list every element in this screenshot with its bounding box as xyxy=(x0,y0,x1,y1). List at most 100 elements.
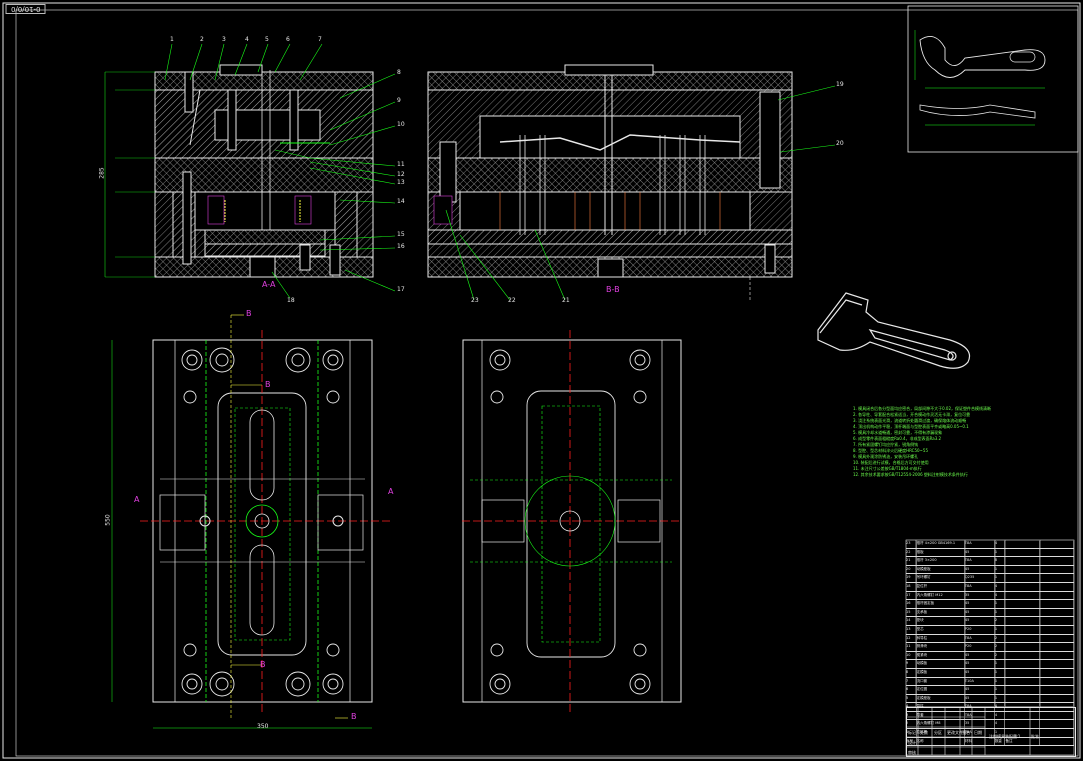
bom-cell: P20 xyxy=(965,625,995,634)
bom-cell: 复位杆 xyxy=(917,582,965,591)
bom-cell xyxy=(1005,625,1041,634)
bom-cell: 2 xyxy=(995,643,1006,651)
bom-cell: 4 xyxy=(995,582,1006,591)
bom-cell: T8A xyxy=(965,582,995,591)
bom-cell: 19 xyxy=(906,574,917,582)
bom-cell: 浇口套 xyxy=(917,677,965,686)
title-block: 标记 处数 分区 更改文件号 签名 日期 设计 审核 注塑模具装配图 1:1 批… xyxy=(906,707,1076,757)
section-bb-label: B-B xyxy=(606,285,620,294)
callout-4: 4 xyxy=(245,36,249,43)
callout-10: 10 xyxy=(397,121,405,128)
bom-cell xyxy=(1005,651,1041,660)
bom-cell: 2 xyxy=(995,617,1006,625)
tb-name: 注塑模具装配图 xyxy=(989,734,1017,739)
bom-cell xyxy=(1005,660,1041,668)
bom-cell xyxy=(1040,565,1074,574)
bom-cell: 9 xyxy=(906,660,917,668)
bom-cell: 1 xyxy=(995,608,1006,617)
bom-cell xyxy=(1040,729,1074,737)
bom-cell: 动模座板 xyxy=(917,565,965,574)
inner-border xyxy=(15,9,1079,757)
bom-cell: 内六角螺钉 M12 xyxy=(917,591,965,600)
bom-cell: 45 xyxy=(965,617,995,625)
bom-cell: 1 xyxy=(995,660,1006,668)
bom-cell: 3 xyxy=(906,711,917,720)
bom-cell xyxy=(1005,565,1041,574)
bom-cell: 45 xyxy=(965,668,995,677)
callout-9: 9 xyxy=(397,97,401,104)
bom-cell: 45 xyxy=(965,660,995,668)
bom-cell xyxy=(1040,643,1074,651)
bom-cell xyxy=(1005,608,1041,617)
cut-mark-a-right: A xyxy=(388,487,394,496)
cut-mark-b-upper: B xyxy=(265,380,271,389)
bom-cell xyxy=(1040,720,1074,729)
tb-sign: 签名 xyxy=(962,730,970,735)
bom-cell xyxy=(1005,720,1041,729)
bom-cell xyxy=(1005,711,1041,720)
bom-cell: 8 xyxy=(995,557,1006,565)
callout-11: 11 xyxy=(397,161,405,168)
bom-cell: 内六角螺钉 M8 xyxy=(917,720,965,729)
aa-leaders xyxy=(164,43,396,299)
bom-cell: 导套 xyxy=(917,711,965,720)
bom-cell xyxy=(1040,711,1074,720)
bom-cell: 动模板 xyxy=(917,660,965,668)
bom-cell: 斜导柱 xyxy=(917,634,965,643)
bom-cell: T8A xyxy=(965,557,995,565)
bom-cell xyxy=(1040,574,1074,582)
bom-cell: 16 xyxy=(906,600,917,608)
bom-cell xyxy=(1040,651,1074,660)
bom-cell: T10A xyxy=(965,677,995,686)
bom-cell: 定模座板 xyxy=(917,694,965,703)
callout-15: 15 xyxy=(397,231,405,238)
bom-cell xyxy=(1040,660,1074,668)
dim-plan-width: 350 xyxy=(257,723,269,730)
bom-cell xyxy=(1005,617,1041,625)
bom-cell: 2 xyxy=(995,651,1006,660)
bom-cell: 12 xyxy=(906,634,917,643)
callout-6: 6 xyxy=(286,36,290,43)
cut-mark-b-lower: B xyxy=(260,660,266,669)
bom-cell: 备注 xyxy=(1005,737,1041,746)
section-aa-view xyxy=(104,64,374,278)
note-1: 1. 模具闭合后各分型面均应密合，局部间隙不大于0.02，保证塑件合模线清晰 xyxy=(853,406,991,411)
bom-cell: T8A xyxy=(965,729,995,737)
bom-cell: 4 xyxy=(995,540,1006,548)
callout-7: 7 xyxy=(318,36,322,43)
callout-1: 1 xyxy=(170,36,174,43)
tb-count: 处数 xyxy=(920,730,928,735)
bom-cell xyxy=(1040,694,1074,703)
bom-cell: 1 xyxy=(995,668,1006,677)
callout-3: 3 xyxy=(222,36,226,43)
bom-cell: 数量 xyxy=(995,737,1006,746)
bom-cell xyxy=(1005,582,1041,591)
callout-20: 20 xyxy=(836,140,844,147)
bom-cell: 45 xyxy=(965,565,995,574)
bom-cell xyxy=(1005,686,1041,694)
bom-cell: 楔紧块 xyxy=(917,651,965,660)
bom-cell xyxy=(1005,540,1041,548)
bom-cell: 17 xyxy=(906,591,917,600)
bb-leaders xyxy=(445,85,836,301)
bom-cell xyxy=(1040,617,1074,625)
note-12: 12. 其余技术要求按GB/T12554-2006 塑料注射模技术条件执行 xyxy=(853,472,968,477)
bom-cell: 1 xyxy=(995,574,1006,582)
bom-cell: 11 xyxy=(906,643,917,651)
bom-cell xyxy=(1005,668,1041,677)
bom-cell: 14 xyxy=(906,617,917,625)
cut-mark-b-top: B xyxy=(246,309,252,318)
callout-18: 18 xyxy=(287,297,295,304)
bom-cell xyxy=(1040,737,1074,746)
